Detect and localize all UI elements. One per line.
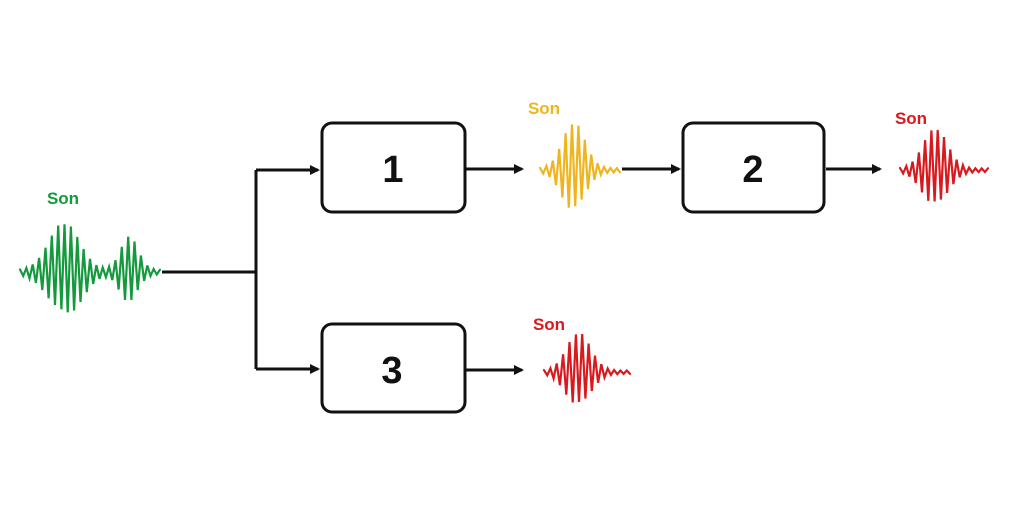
block-3-label: 3 [381,350,402,392]
block-1-box [320,121,467,214]
block-2-box [681,121,826,214]
output-waveform-2-icon [898,129,990,202]
block-2: 2 [681,121,826,214]
block-1: 1 [320,121,467,214]
output-signal-3-label: Son [533,315,565,334]
block-2-label: 2 [742,149,763,191]
intermediate-signal-label: Son [528,99,560,118]
input-waveform-icon [18,224,162,313]
output-signal-2-label: Son [895,109,927,128]
intermediate-waveform-icon [538,124,622,208]
block-1-label: 1 [382,149,403,191]
connectors [162,164,882,375]
output-waveform-3-icon [542,333,632,403]
block-3-box [320,322,467,414]
input-signal-label: Son [47,189,79,208]
block-3: 3 [320,322,467,414]
